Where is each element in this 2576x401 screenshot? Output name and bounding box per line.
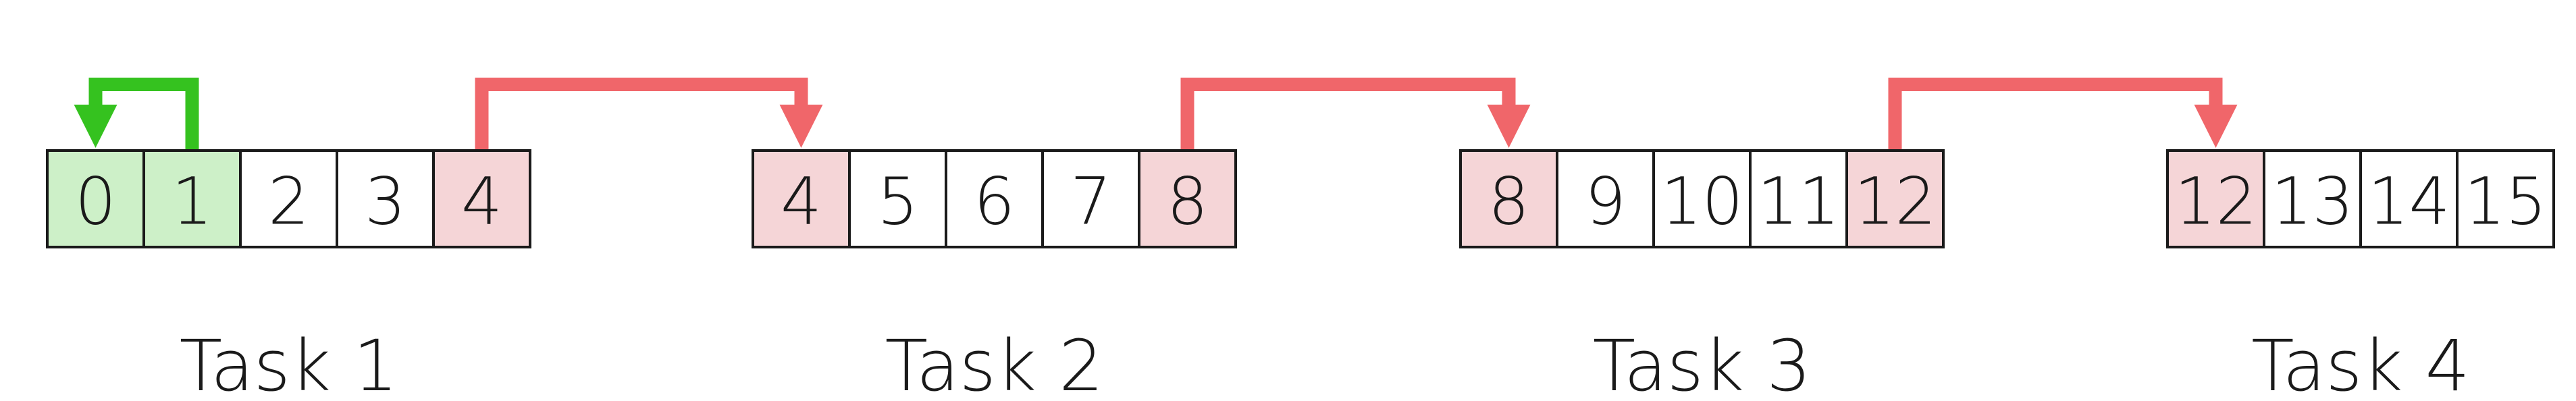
task-4-cell-1-value: 13 xyxy=(2271,164,2353,240)
task-1-label: Task 1 xyxy=(180,325,398,401)
task-2-cell-2 xyxy=(945,149,1044,248)
task-4-cell-2-value: 14 xyxy=(2367,164,2450,240)
task-3-cell-4 xyxy=(1845,149,1945,248)
task-2-label: Task 2 xyxy=(885,325,1104,401)
task-2-cell-0-value: 4 xyxy=(781,164,822,240)
task-4-cell-0 xyxy=(2166,149,2265,248)
task-3-label: Task 3 xyxy=(1593,325,1812,401)
task-4-cell-0-value: 12 xyxy=(2174,164,2257,240)
task-1-cell-3-value: 3 xyxy=(365,164,406,240)
task-1-cell-1 xyxy=(142,149,242,248)
task-4-label: Task 4 xyxy=(2251,325,2470,401)
task-2-cell-3-value: 7 xyxy=(1070,164,1111,240)
task-2-cell-2-value: 6 xyxy=(974,164,1015,240)
task-3-cell-2-value: 10 xyxy=(1660,164,1743,240)
task-2-cell-3 xyxy=(1041,149,1140,248)
task-1-cell-4 xyxy=(432,149,531,248)
task-3-cell-2 xyxy=(1652,149,1752,248)
local-arrow-0 xyxy=(74,78,199,151)
arrows-layer xyxy=(74,78,2238,151)
task-1-cell-2 xyxy=(239,149,338,248)
task-3-cell-3 xyxy=(1749,149,1848,248)
task-1-cell-2-value: 2 xyxy=(268,164,309,240)
task-3-cell-3-value: 11 xyxy=(1757,164,1839,240)
shared-arrow-1 xyxy=(475,78,823,151)
task-2-cell-1 xyxy=(848,149,947,248)
task-4-cell-3 xyxy=(2456,149,2555,248)
labels-layer: Task 1 Task 2 Task 3 Task 4 xyxy=(180,325,2470,401)
task-1-cell-0 xyxy=(46,149,145,248)
shared-arrow-3 xyxy=(1888,78,2238,151)
task-4-cell-3-value: 15 xyxy=(2464,164,2546,240)
task-2-cell-1-value: 5 xyxy=(877,164,918,240)
task-1-cell-4-value: 4 xyxy=(461,164,502,240)
task-3-cell-1-value: 9 xyxy=(1585,164,1626,240)
task-4-cell-1 xyxy=(2263,149,2362,248)
task-1-cell-1-value: 1 xyxy=(172,164,213,240)
task-3-cell-4-value: 12 xyxy=(1854,164,1936,240)
task-1-cell-0-value: 0 xyxy=(75,164,116,240)
task-3-cell-1 xyxy=(1556,149,1655,248)
task-3-cell-0-value: 8 xyxy=(1488,164,1529,240)
task-2-cell-4 xyxy=(1138,149,1237,248)
task-4-cell-2 xyxy=(2359,149,2459,248)
task-2-cell-4-value: 8 xyxy=(1167,164,1208,240)
shared-arrow-2 xyxy=(1180,78,1531,151)
task-2-cell-0 xyxy=(752,149,851,248)
